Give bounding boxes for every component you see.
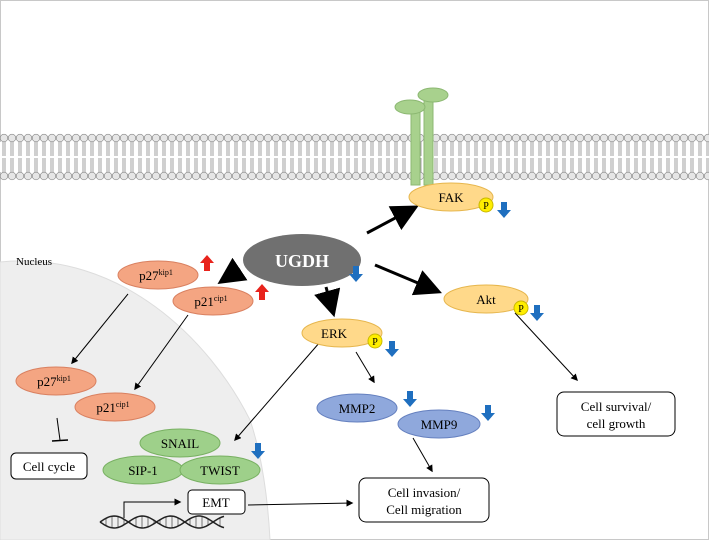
fak-phospho-badge [478,197,494,213]
arrow-ugdh-akt [374,263,442,296]
ugdh-node [243,234,361,286]
akt-label: Akt [476,292,496,307]
cell-invasion-line2: Cell migration [386,502,462,517]
cell-survival-line2: cell growth [587,416,646,431]
p21-up-arrow-icon [255,284,269,300]
arrow-ugdh-erk [314,286,341,318]
dna-helix-icon [99,515,225,529]
p27-nuclear-node [15,366,97,396]
fak-label: FAK [438,190,464,205]
arrow-erk-mmp [355,351,375,384]
nucleus-label: Nucleus [16,256,52,268]
arrow-mmp-invasion [412,437,433,473]
sip1-label: SIP-1 [128,463,158,478]
mmp2-label: MMP2 [339,401,376,416]
mmp2-node [316,393,398,423]
p21-nuclear-label: p21cip1 [96,400,129,415]
mmp2-down-arrow-icon [403,391,417,407]
pathway-arrows [51,205,578,507]
cell-cycle-box [10,452,88,480]
cell-survival-line1: Cell survival/ [581,399,652,414]
promoter-arrow [123,498,182,518]
arrow-ugdh-p27 [217,257,248,284]
arrow-akt-survival [514,312,578,382]
arrow-emt-invasion [247,499,354,507]
fak-phospho-label: P [483,201,489,212]
arrow-erk-snail [234,341,321,442]
p27-cyto-node [117,260,199,290]
p21-cyto-node [172,286,254,316]
mmp9-label: MMP9 [421,417,458,432]
mmp9-down-arrow-icon [481,405,495,421]
emt-label: EMT [202,495,230,510]
p27-nuclear-label: p27kip1 [37,374,71,389]
snail-label: SNAIL [161,436,199,451]
erk-down-arrow-icon [385,341,399,357]
erk-label: ERK [321,326,348,341]
ugdh-label: UGDH [275,251,329,271]
inhibit-line [56,417,61,441]
emt-box [187,489,246,515]
twist-label: TWIST [200,463,240,478]
erk-phospho-badge [367,333,383,349]
p21-nuclear-node [74,392,156,422]
p21-cyto-label: p21cip1 [194,294,227,309]
snail-node [139,428,221,458]
ugdh-down-arrow-icon [349,266,363,282]
akt-node [443,284,529,314]
cell-invasion-line1: Cell invasion/ [388,485,461,500]
p27-cyto-label: p27kip1 [139,268,173,283]
arrow-p21-nucleus [134,314,189,391]
cell-membrane [0,133,709,181]
fak-node [408,182,494,212]
cell-cycle-label: Cell cycle [23,459,76,474]
inhibit-bar [51,439,69,442]
fak-down-arrow-icon [497,202,511,218]
twist-node [179,455,261,485]
regulation-arrows [200,202,544,459]
p27-up-arrow-icon [200,255,214,271]
cell-survival-box [556,391,676,437]
emt-tf-down-arrow-icon [251,443,265,459]
akt-down-arrow-icon [530,305,544,321]
cell-invasion-box [358,477,490,523]
erk-phospho-label: P [372,337,378,348]
mmp9-node [397,409,481,439]
akt-phospho-badge [513,300,529,316]
arrow-p27-nucleus [71,293,129,365]
erk-node [301,318,383,348]
arrow-ugdh-fak [366,205,419,235]
akt-phospho-label: P [518,304,524,315]
